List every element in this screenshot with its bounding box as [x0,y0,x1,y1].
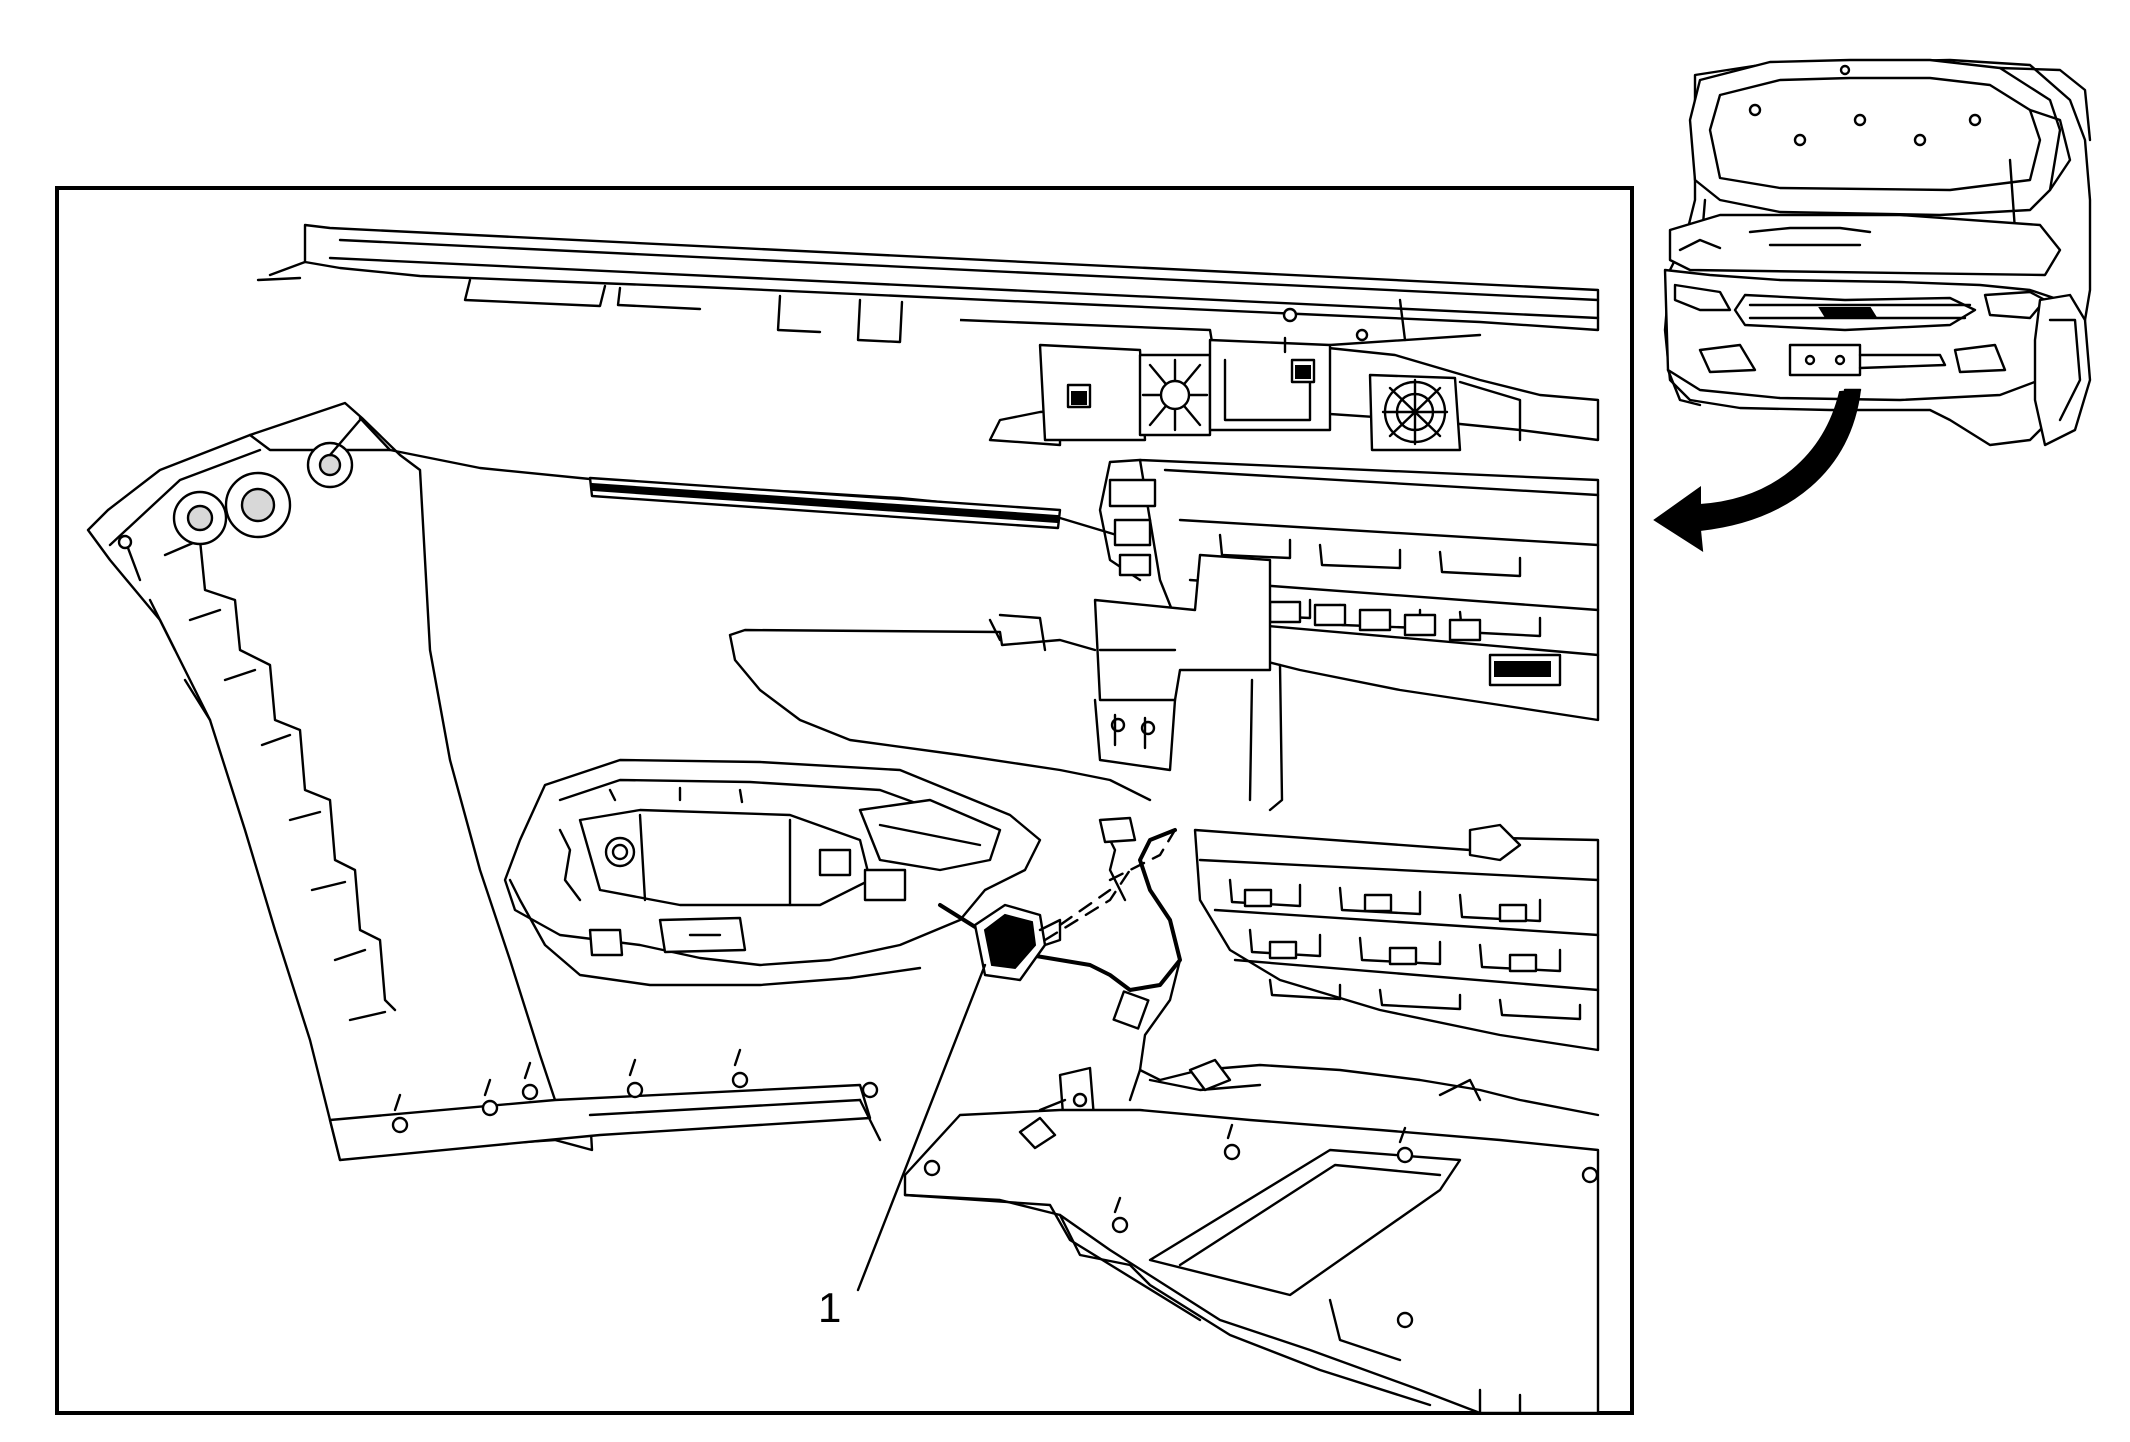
energy-absorber-outline [728,628,1152,802]
curved-arrow-icon [1653,388,1862,552]
lower-grille [1193,823,1600,1052]
lower-air-deflector [903,1108,1600,1415]
connector [973,828,1177,982]
center-bracket [1093,553,1284,812]
detail-frame [55,186,1634,1415]
inset-vehicle [1663,58,2092,447]
trim-strip [588,476,1062,530]
callout-1-label: 1 [818,1284,841,1331]
fog-lamp-housing [503,758,1042,987]
fascia-left-side [86,401,882,1162]
upper-support-beam [256,223,1600,452]
callout-1: 1 [818,963,987,1331]
